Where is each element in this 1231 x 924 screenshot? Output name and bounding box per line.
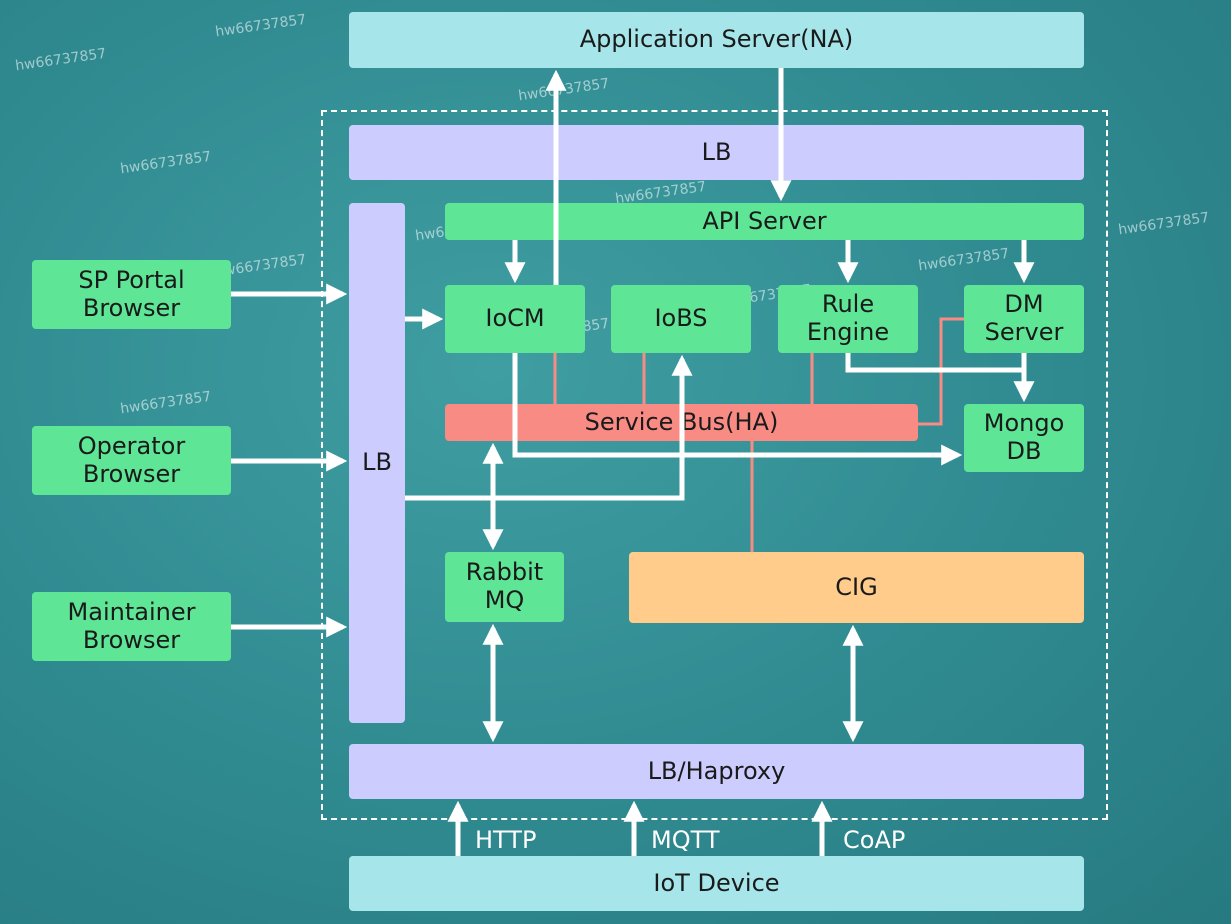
- lb-left-node: LB: [349, 203, 405, 723]
- rabbit-mq-node: Rabbit MQ: [445, 552, 564, 622]
- iocm-node: IoCM: [445, 285, 585, 353]
- operator-browser-node: Operator Browser: [32, 426, 231, 495]
- arrow-iocm-to-mongo: [512, 353, 963, 466]
- iobs-node: IoBS: [611, 285, 751, 353]
- arrow-lb-to-iobs: [405, 354, 693, 501]
- maintainer-browser-node: Maintainer Browser: [32, 592, 231, 661]
- protocol-coap-label: CoAP: [843, 826, 906, 854]
- sp-portal-browser-node: SP Portal Browser: [32, 260, 231, 329]
- mongo-db-node: Mongo DB: [964, 404, 1084, 472]
- rule-engine-node: Rule Engine: [778, 285, 918, 353]
- cig-node: CIG: [629, 552, 1084, 623]
- application-server-node: Application Server(NA): [349, 12, 1084, 68]
- arrow-rule-to-mongo: [845, 353, 1024, 373]
- lb-top-node: LB: [349, 125, 1084, 180]
- protocol-mqtt-label: MQTT: [651, 826, 720, 854]
- dm-server-node: DM Server: [964, 285, 1084, 353]
- api-server-node: API Server: [445, 203, 1084, 240]
- iot-device-node: IoT Device: [349, 856, 1084, 911]
- lb-haproxy-node: LB/Haproxy: [349, 744, 1084, 799]
- platform-boundary: [321, 110, 1108, 820]
- protocol-http-label: HTTP: [475, 826, 537, 854]
